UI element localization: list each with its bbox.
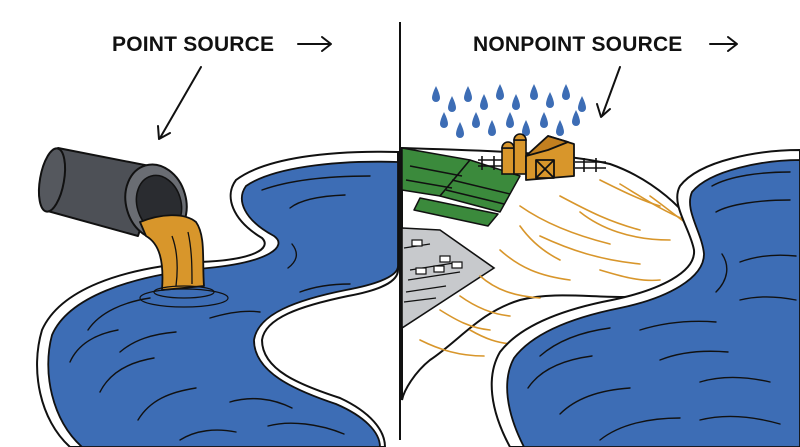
car-icon — [411, 239, 463, 275]
silo-icon — [501, 133, 527, 175]
point-source-panel — [36, 36, 399, 447]
barn-icon — [525, 135, 575, 181]
water-current-lines-right — [527, 171, 797, 441]
pointer-arrow-icon — [157, 66, 202, 140]
river-right — [506, 159, 800, 447]
point-source-label: POINT SOURCE — [112, 33, 275, 56]
nonpoint-source-label: NONPOINT SOURCE — [473, 33, 683, 56]
pollutant-discharge — [139, 214, 229, 308]
raindrop-icon — [432, 84, 586, 138]
arrow-right-icon — [709, 36, 738, 52]
pipe-icon — [37, 147, 188, 241]
water-current-lines-left — [69, 175, 371, 441]
parking-lot — [401, 227, 496, 330]
pointer-arrow-icon — [596, 66, 621, 118]
river-left — [47, 160, 399, 447]
arrow-right-icon — [297, 36, 332, 52]
runoff-streaks — [419, 179, 691, 357]
nonpoint-source-panel — [401, 36, 800, 447]
